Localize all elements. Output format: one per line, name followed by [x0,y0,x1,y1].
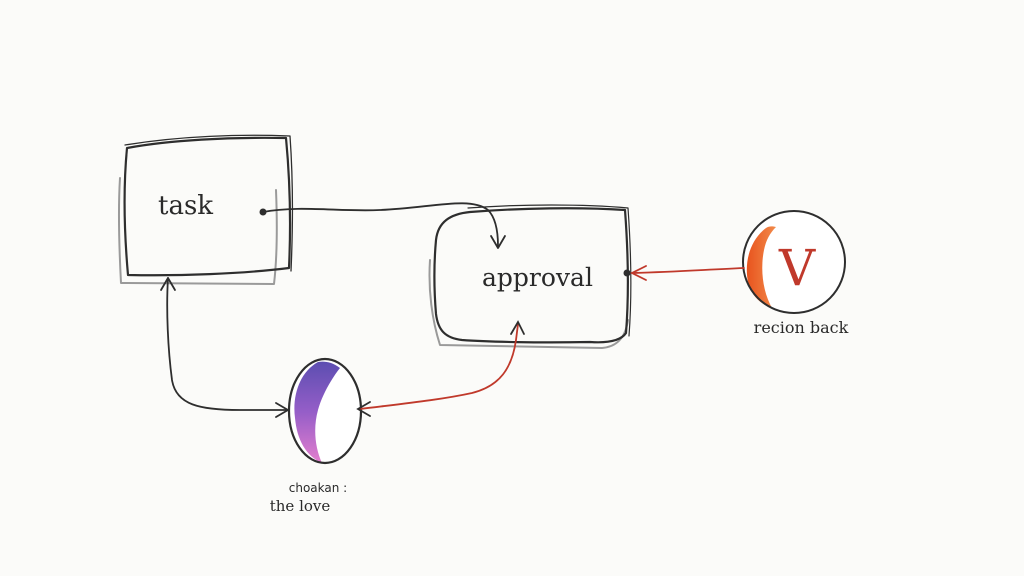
approval-node-box [433,207,629,344]
reject-node[interactable]: V recion back [742,210,849,337]
check-node-label-line1: choakan : [289,481,347,495]
reject-node-symbol: V [778,239,816,297]
reject-node-fill-icon [746,226,776,308]
task-node-label: task [158,191,213,221]
edge-task-check-arrowhead-top [160,277,176,291]
edge-check-approval-arrowhead-left [356,401,371,417]
edge-check-approval-arrowhead-top [510,320,525,335]
edge-check-to-approval[interactable] [356,320,525,417]
edge-reject-approval-arrowhead [629,265,647,281]
approval-node[interactable]: approval [428,204,632,349]
check-node[interactable]: choakan : the love [270,357,363,515]
approval-node-box-overstroke [467,204,632,337]
edge-reject-end-dot [623,269,631,277]
edge-task-to-check[interactable] [160,277,289,418]
edge-task-to-approval[interactable] [259,202,506,249]
check-node-fill-icon [294,361,340,463]
task-node-box-overstroke [124,134,294,272]
edge-task-check-arrowhead-right [275,402,289,418]
reject-node-outline [742,210,846,314]
task-node-box [123,136,292,277]
edge-task-check-line [166,277,287,411]
edge-task-approval-line [262,202,499,247]
check-node-label-line2: the love [270,497,331,515]
edge-reject-approval-line [631,267,745,274]
edge-reject-to-approval[interactable] [623,265,745,281]
edge-task-approval-arrowhead [490,235,506,249]
reject-node-label: recion back [754,318,849,337]
edge-check-approval-line [359,323,519,410]
approval-node-label: approval [482,263,593,292]
task-node-shadow [117,177,278,285]
task-node[interactable]: task [117,134,294,285]
